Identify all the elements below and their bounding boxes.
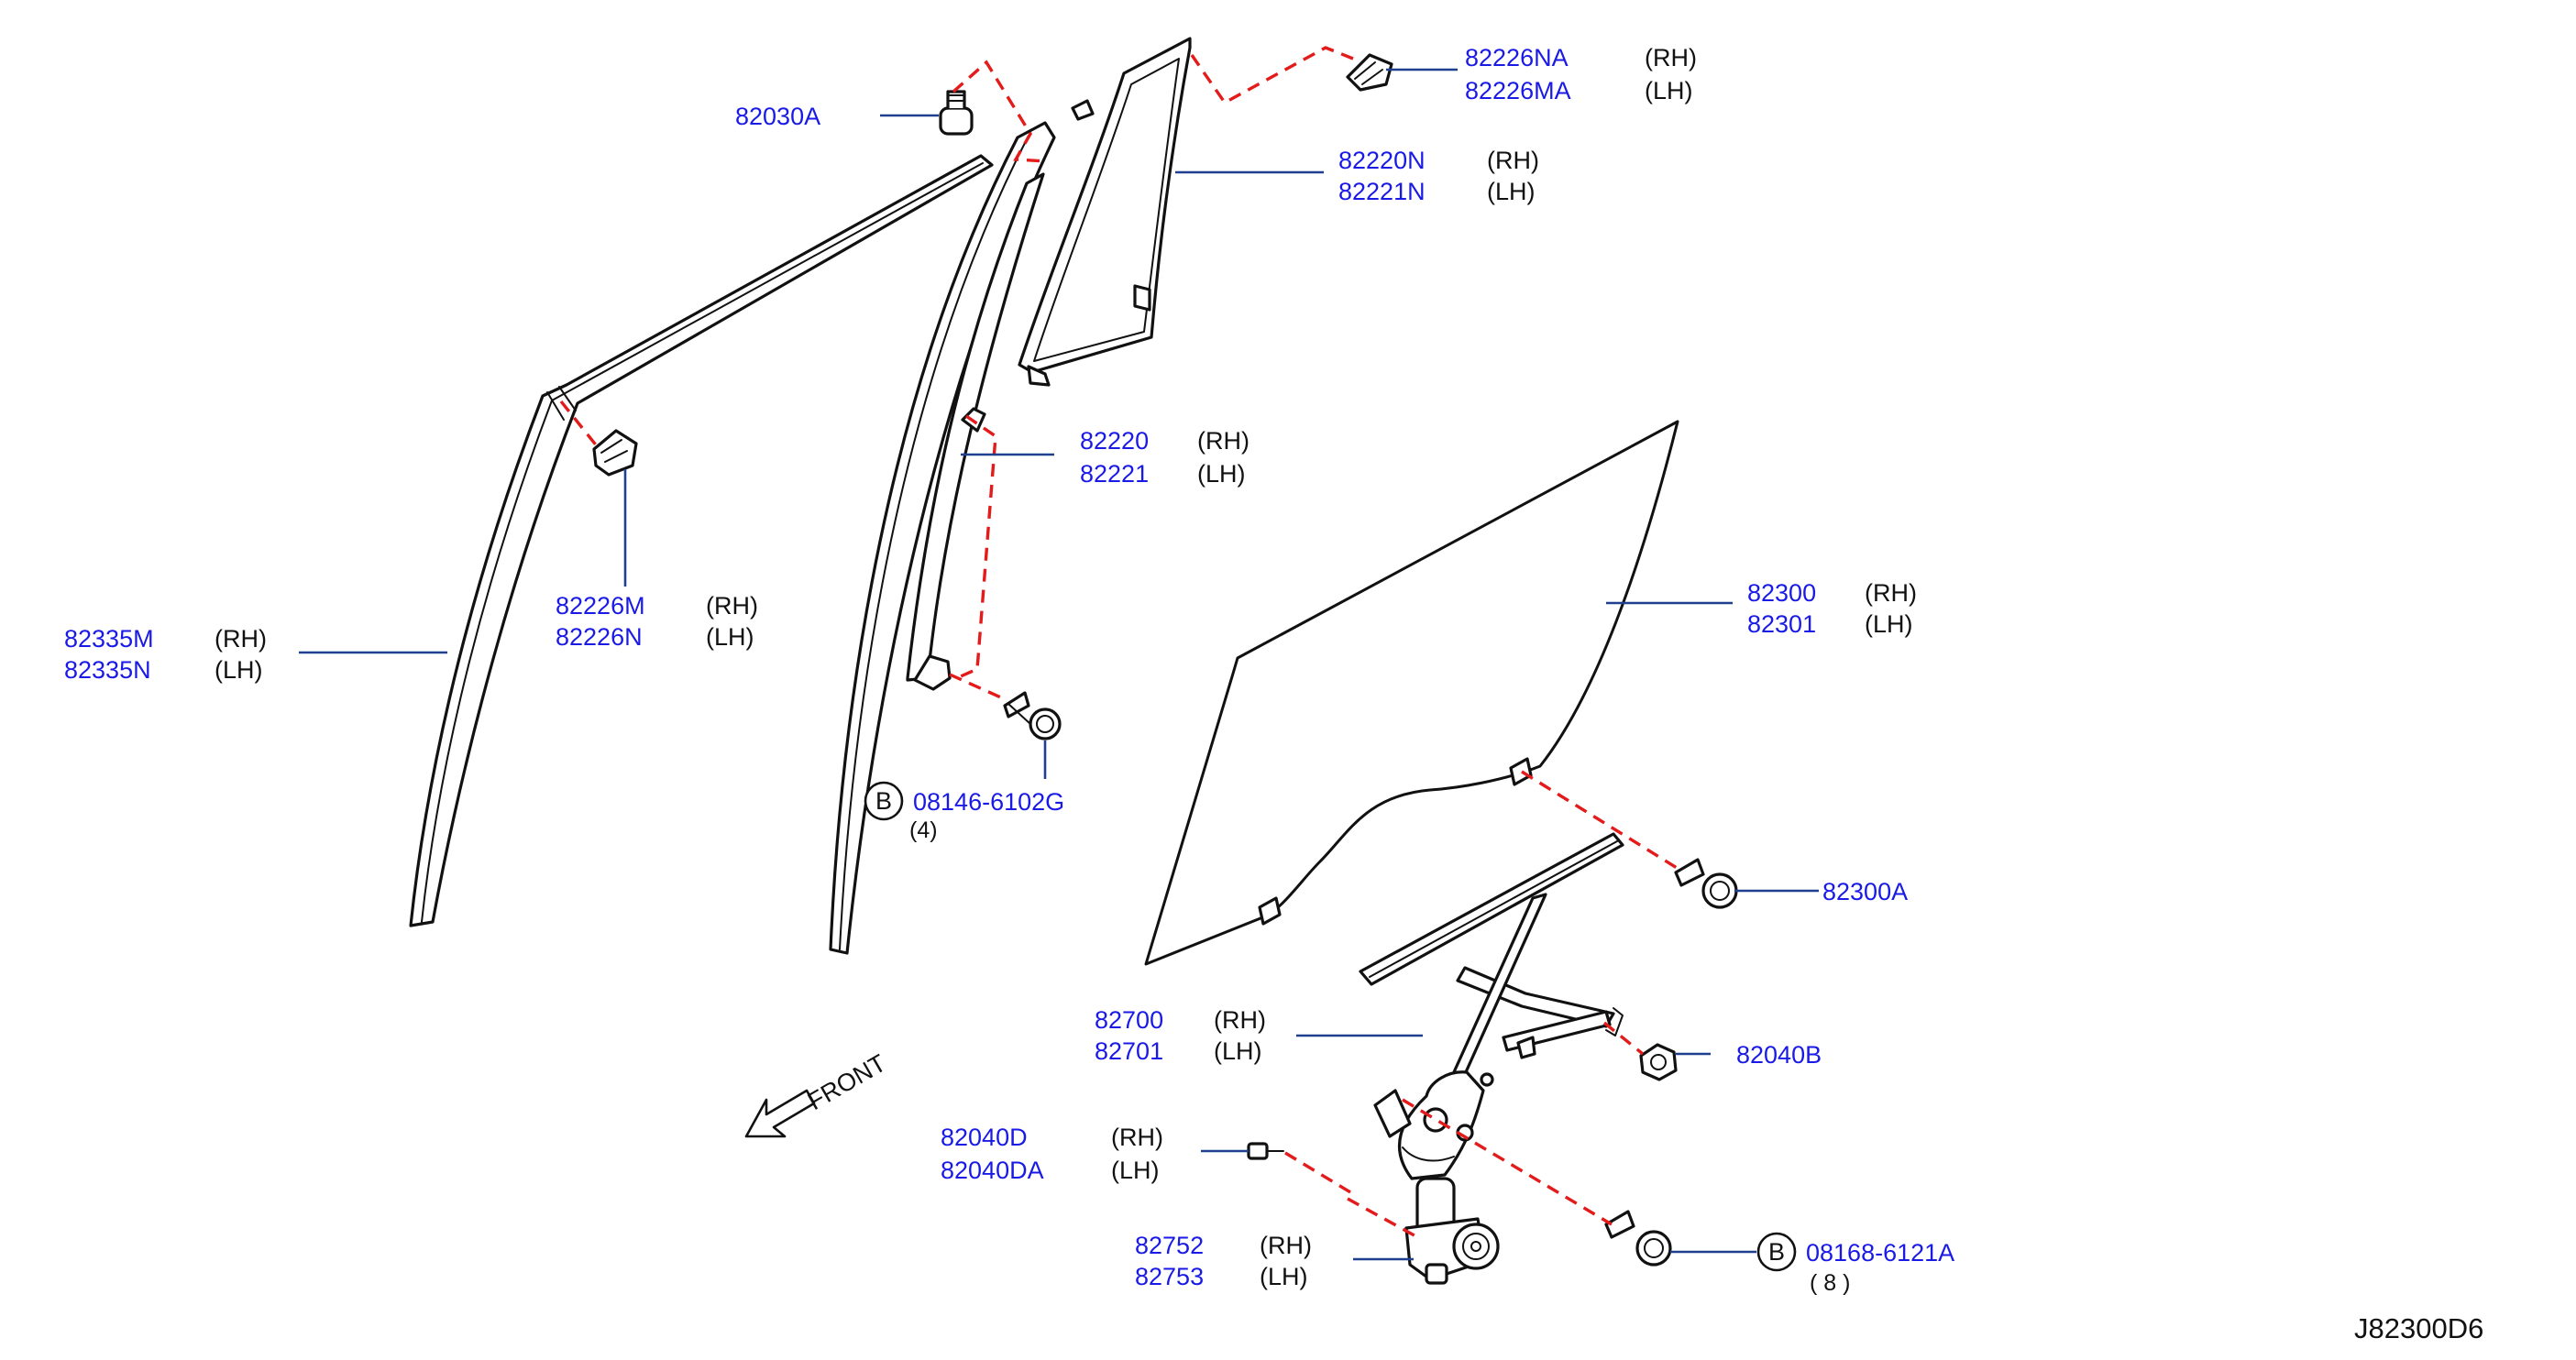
- side-82220: (RH): [1197, 427, 1249, 455]
- sash-moulding-part: [409, 154, 994, 927]
- side-82701: (LH): [1214, 1037, 1262, 1065]
- nut-82040b-part: [1639, 1043, 1678, 1081]
- screw-82030a-part: [939, 90, 974, 136]
- side-82226m: (RH): [706, 592, 758, 620]
- leader-lines: [299, 68, 1819, 1261]
- part-number-82753[interactable]: 82753: [1135, 1263, 1204, 1290]
- part-number-82300a[interactable]: 82300A: [1822, 878, 1908, 905]
- part-number-82335n[interactable]: 82335N: [64, 656, 151, 684]
- part-number-82040d[interactable]: 82040D: [941, 1124, 1028, 1151]
- side-82301: (LH): [1865, 610, 1913, 638]
- part-number-82700[interactable]: 82700: [1095, 1006, 1163, 1034]
- part-number-82040b[interactable]: 82040B: [1736, 1041, 1822, 1069]
- part-number-08168-6121a[interactable]: 08168-6121A: [1806, 1239, 1954, 1267]
- bolt-08146-part: [1003, 691, 1062, 740]
- part-number-82226na[interactable]: 82226NA: [1465, 44, 1569, 71]
- svg-text:B: B: [1768, 1238, 1785, 1266]
- diagram-code: J82300D6: [2354, 1312, 2483, 1344]
- part-number-82040da[interactable]: 82040DA: [941, 1157, 1044, 1184]
- part-number-82220n[interactable]: 82220N: [1338, 147, 1426, 174]
- side-82226na: (RH): [1645, 44, 1697, 71]
- badge-b-08146: B: [864, 781, 904, 821]
- part-number-82226n[interactable]: 82226N: [556, 623, 643, 651]
- part-number-82221n[interactable]: 82221N: [1338, 178, 1426, 205]
- side-82221n: (LH): [1487, 178, 1536, 205]
- part-number-82226ma[interactable]: 82226MA: [1465, 77, 1571, 104]
- side-82226ma: (LH): [1645, 77, 1693, 104]
- front-arrow: [744, 1089, 816, 1138]
- callout-labels: 82226NA (RH) 82226MA (LH) 82030A 82220N …: [64, 44, 2483, 1344]
- side-82335m: (RH): [215, 625, 267, 653]
- side-82226n: (LH): [706, 623, 754, 651]
- badge-b-08168: B: [1756, 1232, 1797, 1272]
- bolt-82300a-part: [1674, 858, 1738, 909]
- part-number-82220[interactable]: 82220: [1080, 427, 1149, 455]
- door-glass-part: [1144, 420, 1679, 966]
- bolt-82040d-part: [1247, 1142, 1284, 1160]
- part-number-82226m[interactable]: 82226M: [556, 592, 645, 620]
- part-number-82335m[interactable]: 82335M: [64, 625, 154, 653]
- part-number-08146-6102g[interactable]: 08146-6102G: [913, 788, 1064, 816]
- regulator-motor-part: [1404, 1177, 1500, 1285]
- division-channel-part: [829, 121, 1056, 955]
- part-number-82030a[interactable]: 82030A: [735, 103, 820, 130]
- part-number-82300[interactable]: 82300: [1747, 579, 1816, 607]
- clip-82226na-part: [1346, 53, 1393, 92]
- part-number-82752[interactable]: 82752: [1135, 1232, 1204, 1259]
- part-number-82701[interactable]: 82701: [1095, 1037, 1163, 1065]
- svg-text:B: B: [875, 787, 892, 815]
- side-82752: (RH): [1260, 1232, 1312, 1259]
- side-82700: (RH): [1214, 1006, 1266, 1034]
- side-82220n: (RH): [1487, 147, 1539, 174]
- clip-82226m-part: [592, 429, 638, 477]
- dashed-lines: [559, 46, 1682, 1241]
- side-82221: (LH): [1197, 460, 1246, 488]
- side-82040da: (LH): [1111, 1157, 1160, 1184]
- front-label: FRONT: [803, 1049, 891, 1115]
- side-82335n: (LH): [215, 656, 263, 684]
- partition-glass-part: [1018, 37, 1192, 387]
- quantity-08146-6102g: (4): [909, 817, 938, 843]
- part-number-82301[interactable]: 82301: [1747, 610, 1816, 638]
- bolt-08168-part: [1604, 1210, 1672, 1267]
- window-regulator-part: [1359, 832, 1624, 1180]
- side-82040d: (RH): [1111, 1124, 1163, 1151]
- side-82753: (LH): [1260, 1263, 1308, 1290]
- side-82300: (RH): [1865, 579, 1917, 607]
- part-number-82221[interactable]: 82221: [1080, 460, 1149, 488]
- quantity-08168-6121a: ( 8 ): [1810, 1270, 1850, 1296]
